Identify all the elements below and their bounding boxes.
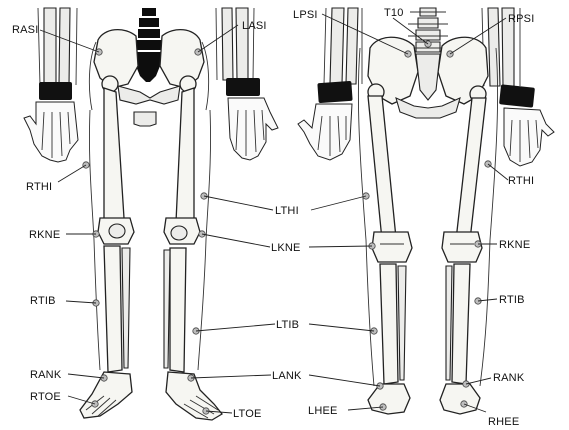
label-rtib-front: RTIB [30,295,56,307]
label-rtoe: RTOE [30,391,61,403]
label-rthi-back: RTHI [508,175,534,187]
label-lasi: LASI [242,20,267,32]
label-rank-back: RANK [493,372,525,384]
label-lank: LANK [272,370,302,382]
label-rhee: RHEE [488,416,519,428]
label-rtib-back: RTIB [499,294,525,306]
label-lthi: LTHI [275,205,299,217]
label-t10: T10 [384,7,404,19]
label-ltib: LTIB [276,319,299,331]
label-rkne-back: RKNE [499,239,530,251]
front-view [24,8,278,420]
back-left-arm [298,8,362,160]
back-view [298,8,554,414]
label-lkne: LKNE [271,242,301,254]
label-lpsi: LPSI [293,9,318,21]
label-lhee: LHEE [308,405,338,417]
back-right-arm [482,8,554,166]
label-rkne-front: RKNE [29,229,60,241]
label-rank-front: RANK [30,369,62,381]
label-rasi: RASI [12,24,38,36]
label-rthi-front: RTHI [26,181,52,193]
label-rpsi: RPSI [508,13,534,25]
front-spine [134,8,164,82]
label-ltoe: LTOE [233,408,262,420]
back-knees [372,232,482,262]
front-knees [98,218,200,244]
